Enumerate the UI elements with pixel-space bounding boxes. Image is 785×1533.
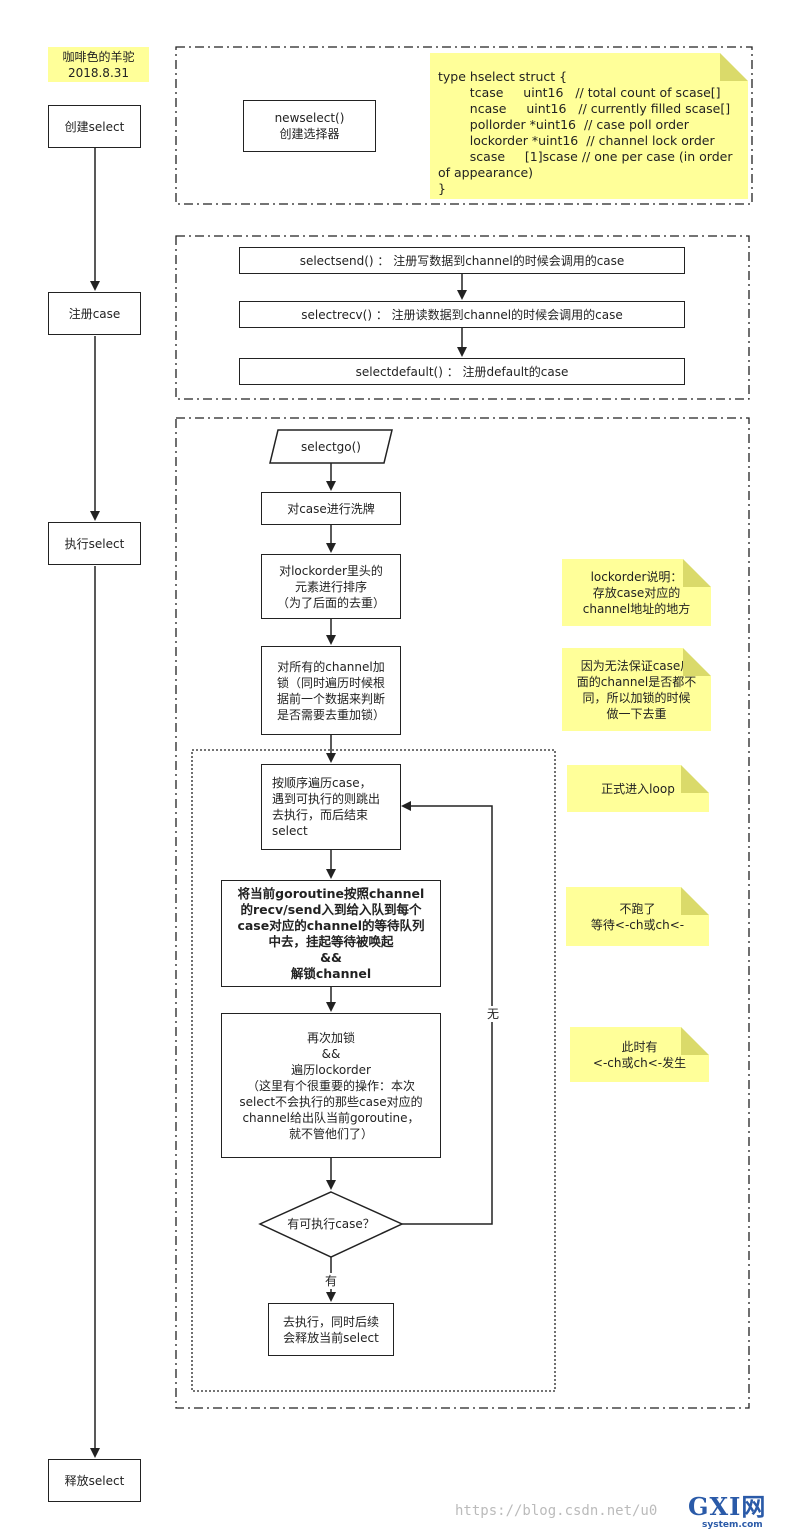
relock-traverse-box: 再次加锁 && 遍历lockorder （这里有个很重要的操作：本次 selec… <box>221 1013 441 1158</box>
author-note: 咖啡色的羊驼 2018.8.31 <box>48 47 149 82</box>
lock-channels-box: 对所有的channel加 锁（同时遍历时候根 据前一个数据来判断 是否需要去重加… <box>261 646 401 735</box>
yes-label: 有 <box>322 1273 340 1289</box>
enter-loop-note: 正式进入loop <box>567 765 709 812</box>
section-frame-execute <box>175 417 750 1409</box>
newselect-func: newselect() <box>274 111 345 125</box>
traverse-case-box: 按顺序遍历case， 遇到可执行的则跳出 去执行，而后结束 select <box>261 764 401 850</box>
loop-frame <box>191 749 556 1392</box>
newselect-desc: 创建选择器 <box>279 127 340 141</box>
stage-create-select: 创建select <box>48 105 141 148</box>
section-frame-register <box>175 235 750 400</box>
selectsend-box: selectsend() ： 注册写数据到channel的时候会调用的case <box>239 247 685 274</box>
selectrecv-box: selectrecv() ： 注册读数据到channel的时候会调用的case <box>239 301 685 328</box>
newselect-box: newselect() 创建选择器 <box>243 100 376 152</box>
shuffle-box: 对case进行洗牌 <box>261 492 401 525</box>
logo-text: GXI网 <box>688 1492 767 1521</box>
not-run-note: 不跑了 等待<-ch或ch<- <box>566 887 709 946</box>
selectgo-label: selectgo() <box>301 440 361 454</box>
selectgo-parallelogram <box>269 429 393 464</box>
author-name: 咖啡色的羊驼 <box>62 49 135 64</box>
execute-release-box: 去执行，同时后续 会释放当前select <box>268 1303 394 1356</box>
author-date: 2018.8.31 <box>67 65 130 80</box>
hselect-struct-note: type hselect struct { tcase uint16 // to… <box>430 53 748 199</box>
decision-label: 有可执行case？ <box>287 1217 375 1231</box>
stage-execute-select: 执行select <box>48 522 141 565</box>
logo-subtext: system.com <box>702 1520 763 1530</box>
stage-release-select: 释放select <box>48 1459 141 1502</box>
enqueue-goroutine-box: 将当前goroutine按照channel 的recv/send入到给入队到每个… <box>221 880 441 987</box>
stage-register-case: 注册case <box>48 292 141 335</box>
section-frame-create <box>175 46 753 205</box>
no-label: 无 <box>484 1006 502 1022</box>
watermark-logo: GXI网 system.com <box>688 1494 784 1532</box>
watermark-url: https://blog.csdn.net/u0 <box>455 1503 658 1519</box>
dedupe-note: 因为无法保证case后 面的channel是否都不 同，所以加锁的时候 做一下去… <box>562 648 711 731</box>
selectdefault-box: selectdefault() ： 注册default的case <box>239 358 685 385</box>
lockorder-note: lockorder说明： 存放case对应的 channel地址的地方 <box>562 559 711 626</box>
decision-diamond <box>258 1191 404 1258</box>
happened-note: 此时有 <-ch或ch<-发生 <box>570 1027 709 1082</box>
sort-lockorder-box: 对lockorder里头的 元素进行排序 （为了后面的去重） <box>261 554 401 619</box>
